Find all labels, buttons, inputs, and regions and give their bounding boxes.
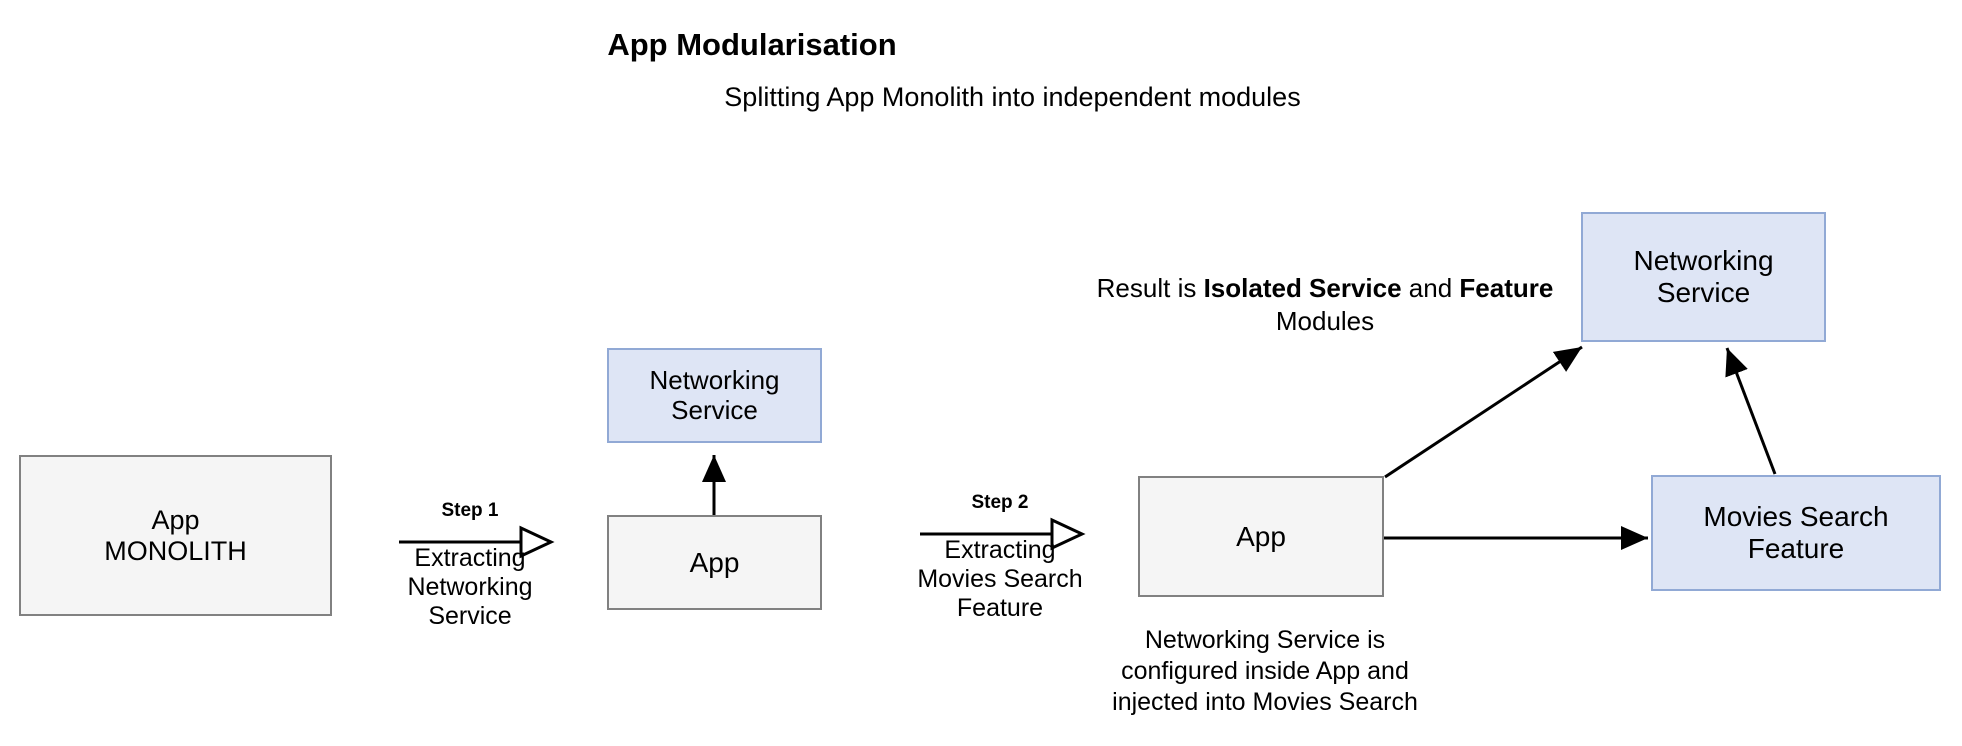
box-networking-service-middle-label: Networking Service: [649, 364, 780, 425]
annotation-networking-injection: Networking Service is configured inside …: [1112, 626, 1418, 716]
page-subtitle-text: Splitting App Monolith into independent …: [724, 82, 1301, 112]
step-1-caption: Extracting Networking Service: [407, 544, 533, 630]
annotation-result-modules: Result is Isolated Service and Feature M…: [1080, 272, 1570, 338]
page-subtitle: Splitting App Monolith into independent …: [490, 80, 1535, 114]
box-movies-search-feature-label: Movies Search Feature: [1703, 501, 1889, 564]
annotation-result-middle: and: [1401, 273, 1460, 303]
page-title: App Modularisation: [0, 26, 1962, 64]
box-networking-service-right-label: Networking Service: [1633, 245, 1774, 308]
step-1-arrow-icon: [399, 525, 555, 559]
box-app-right-label: App: [1236, 520, 1286, 552]
step-2-caption: Extracting Movies Search Feature: [917, 536, 1083, 622]
box-movies-search-feature[interactable]: Movies Search Feature: [1651, 475, 1941, 591]
box-app-right[interactable]: App: [1138, 476, 1384, 597]
box-app-middle[interactable]: App: [607, 515, 822, 610]
annotation-result-prefix: Result is: [1096, 273, 1204, 303]
box-app-monolith-label: App MONOLITH: [104, 504, 247, 566]
connector-movies-right-to-networking-right: [1725, 347, 1777, 475]
step-1-label: Step 1: [441, 500, 499, 521]
step-2-label: Step 2: [971, 492, 1029, 513]
page-title-text: App Modularisation: [607, 27, 897, 62]
step-2-arrow-icon: [920, 517, 1086, 551]
box-networking-service-right[interactable]: Networking Service: [1581, 212, 1826, 342]
annotation-result-bold-isolated-service: Isolated Service: [1203, 273, 1402, 303]
annotation-result-bold-feature: Feature: [1459, 273, 1554, 303]
box-app-monolith[interactable]: App MONOLITH: [19, 455, 332, 616]
box-networking-service-middle[interactable]: Networking Service: [607, 348, 822, 443]
connector-app-right-to-networking-right: [1384, 345, 1583, 479]
annotation-result-suffix: Modules: [1275, 306, 1375, 336]
box-app-middle-label: App: [689, 546, 740, 578]
